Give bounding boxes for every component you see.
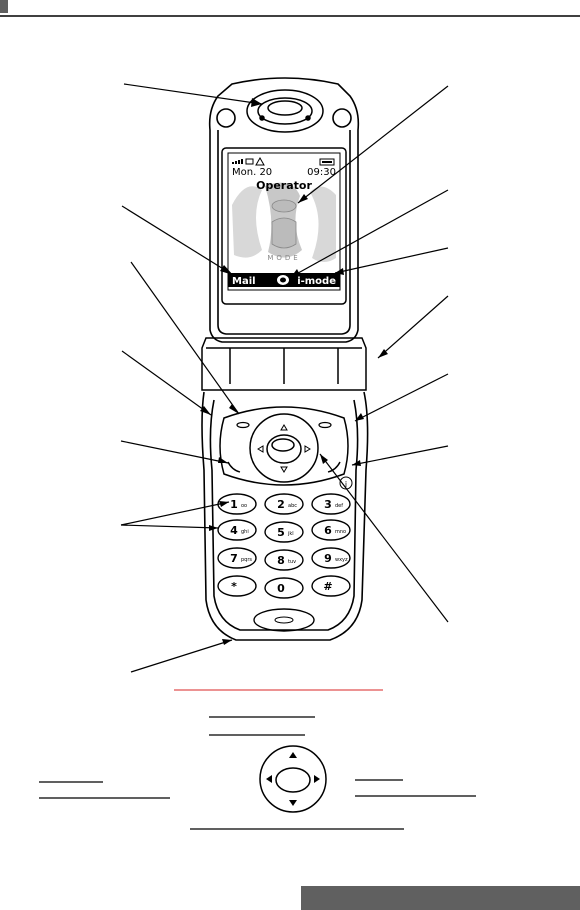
callout-line-hinge (377, 295, 449, 359)
softkey-right-label: i-mode (297, 276, 336, 287)
wallpaper-shape (232, 186, 262, 258)
callout-line-earpiece (123, 83, 263, 105)
wallpaper-shape (310, 186, 336, 262)
display-bezel (221, 147, 347, 305)
key-digit: 4 (230, 524, 238, 537)
imode-logo-icon (271, 199, 297, 249)
end-key-icon[interactable] (327, 461, 341, 473)
left-softkey-button[interactable] (236, 421, 250, 429)
key-letters: mno (335, 529, 346, 535)
key-digit: 2 (277, 498, 285, 511)
key-digit: 7 (230, 552, 238, 565)
nav-down-icon (289, 800, 297, 806)
battery-icon (319, 158, 335, 166)
nav-down-icon[interactable] (280, 466, 288, 473)
key-letters: pqrs (241, 557, 252, 563)
key-letters: jkl (287, 531, 294, 537)
key-digit: 5 (277, 526, 285, 539)
screen-operator: Operator (256, 179, 312, 192)
nav-right-icon (314, 775, 320, 783)
key-letters: ghi (241, 529, 249, 535)
key-letters: def (335, 503, 343, 509)
callout-lines (120, 83, 449, 673)
callout-arrowheads (200, 98, 388, 645)
footer-bar (301, 886, 580, 910)
key-hash[interactable]: # (311, 575, 351, 597)
nav-up-icon (289, 752, 297, 758)
callout-line-screen-nav (290, 189, 449, 278)
key-digit: 8 (277, 554, 285, 567)
callout-line-screen (297, 85, 449, 204)
call-key-icon[interactable] (227, 461, 241, 473)
key-digit: # (323, 580, 332, 593)
callout-line-key-4 (120, 524, 219, 529)
hinge (201, 337, 367, 391)
key-digit: 6 (324, 524, 332, 537)
microphone-icon (253, 608, 315, 632)
header-marker (0, 0, 8, 13)
callout-line-call-key (120, 440, 229, 464)
softkey-left-label: Mail (232, 276, 256, 287)
key-letters: abc (288, 503, 297, 509)
callout-line-side-left (121, 350, 212, 416)
earpiece-icon (246, 89, 324, 133)
callout-line-nav-center (319, 453, 449, 623)
key-letters: tuv (288, 559, 296, 565)
callout-line-connector (130, 639, 233, 673)
key-digit: 3 (324, 498, 332, 511)
callout-line-left-softkey-label (121, 205, 234, 276)
info-symbol: i (345, 480, 347, 489)
callout-line-right-softkey (354, 373, 449, 422)
key-digit: 9 (324, 552, 332, 565)
nav-left-icon[interactable] (257, 445, 264, 453)
callout-line-end-key (351, 445, 449, 466)
navigation-key-icon (259, 745, 327, 813)
key-letters: wxyz (335, 557, 348, 563)
key-star[interactable]: * (217, 575, 257, 597)
signal-icon (232, 159, 243, 164)
nav-left-icon (266, 775, 272, 783)
phone-lid (208, 77, 360, 343)
logo-text: MODE (267, 254, 300, 262)
alert-icon (255, 156, 265, 166)
key-digit: 0 (277, 582, 285, 595)
phone-base (201, 391, 369, 641)
callout-line-left-softkey (130, 261, 240, 415)
callout-line-right-softkey-label (334, 247, 449, 274)
screen-time: 09:30 (307, 167, 336, 178)
screen-date: Mon. 20 (232, 167, 272, 178)
key-letters: oo (241, 503, 247, 509)
screen-nav-icon (277, 275, 289, 285)
message-icon (245, 158, 254, 165)
right-softkey-button[interactable] (318, 421, 332, 429)
callout-line-key-1 (120, 501, 230, 526)
key-digit: * (231, 580, 237, 593)
nav-right-icon[interactable] (304, 445, 311, 453)
navigation-key-icon[interactable] (219, 406, 349, 486)
key-0[interactable]: 0 (264, 577, 304, 599)
key-digit: 1 (230, 498, 238, 511)
microphone-grille (274, 616, 294, 624)
nav-up-icon[interactable] (280, 424, 288, 431)
